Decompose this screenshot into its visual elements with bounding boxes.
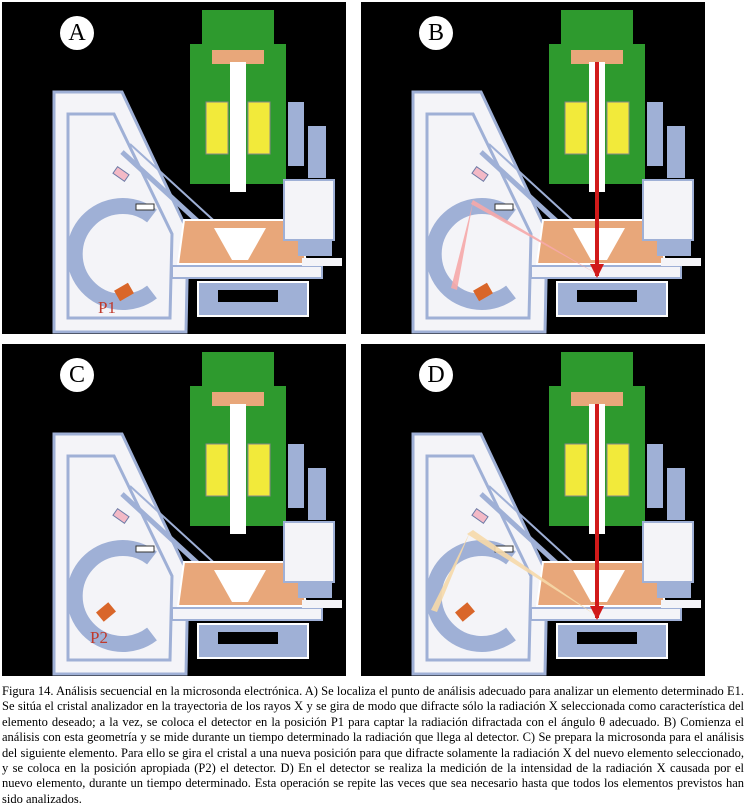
microprobe-diagram xyxy=(52,352,342,676)
side-arm xyxy=(302,600,342,608)
column-cap xyxy=(202,352,274,386)
support-bar xyxy=(488,485,582,571)
panel-b: B xyxy=(361,2,705,334)
support-bar xyxy=(129,143,223,229)
optical-viewer-box xyxy=(642,521,694,583)
chamber-base xyxy=(530,607,682,621)
detector-tube-2 xyxy=(667,126,685,178)
analyzer-crystal xyxy=(112,508,130,524)
detector-tube-1 xyxy=(647,102,663,166)
column-cap xyxy=(561,352,633,386)
lens-coil-left xyxy=(205,443,229,497)
specimen-stage xyxy=(556,623,668,659)
chamber-base xyxy=(171,607,323,621)
microprobe-diagram xyxy=(52,10,342,334)
figure-caption: Figura 14. Análisis secuencial en la mic… xyxy=(2,684,744,806)
lens-coil-left xyxy=(205,101,229,155)
x-ray-path-diffracted xyxy=(431,532,470,612)
side-port xyxy=(657,240,691,256)
detector-tube-1 xyxy=(288,102,304,166)
objective-pole-piece xyxy=(214,570,266,602)
analyzer-crystal xyxy=(112,166,130,182)
analyzer-crystal xyxy=(471,508,489,524)
panel-c: C P2 xyxy=(2,344,346,676)
side-arm xyxy=(661,258,701,266)
panel-d: D xyxy=(361,344,705,676)
lens-coil-left xyxy=(564,101,588,155)
specimen-holder xyxy=(577,290,637,302)
electron-gun xyxy=(571,392,623,406)
crystal-holder xyxy=(135,203,155,211)
lens-coil-right xyxy=(606,101,630,155)
x-ray-detector xyxy=(473,282,493,302)
detector-tube-2 xyxy=(308,126,326,178)
objective-pole-piece xyxy=(214,228,266,260)
crystal-holder xyxy=(494,203,514,211)
column-bore xyxy=(230,62,246,192)
lens-coil-left xyxy=(564,443,588,497)
lens-coil-right xyxy=(606,443,630,497)
electron-gun xyxy=(571,50,623,64)
panel-letter: B xyxy=(419,16,453,50)
x-ray-detector xyxy=(96,602,116,622)
specimen-holder xyxy=(218,290,278,302)
microprobe-diagram xyxy=(411,10,701,334)
x-ray-path-diffracted xyxy=(451,202,473,290)
lens-coil-right xyxy=(247,101,271,155)
x-ray-path-incident xyxy=(471,200,597,274)
optical-viewer-box xyxy=(642,179,694,241)
electron-gun xyxy=(212,50,264,64)
x-ray-detector xyxy=(114,282,134,302)
x-ray-detector xyxy=(455,602,475,622)
side-arm xyxy=(302,258,342,266)
rowland-circle-arc xyxy=(66,540,157,652)
side-port xyxy=(298,240,332,256)
panel-letter: C xyxy=(60,358,94,392)
crystal-holder xyxy=(135,545,155,553)
detector-tube-1 xyxy=(288,444,304,508)
rowland-circle-arc xyxy=(425,540,516,652)
microprobe-diagram xyxy=(411,352,701,676)
detector-position-label: P1 xyxy=(98,298,116,317)
chamber-base xyxy=(530,265,682,279)
column-cap xyxy=(202,10,274,44)
detector-tube-1 xyxy=(647,444,663,508)
detector-position-label: P2 xyxy=(90,628,108,647)
beam-arrow xyxy=(590,606,604,620)
lens-coil-right xyxy=(247,443,271,497)
support-bar xyxy=(129,485,223,571)
x-ray-path-incident xyxy=(467,530,597,616)
beam-arrow xyxy=(590,264,604,278)
chamber-base xyxy=(171,265,323,279)
specimen-holder xyxy=(577,632,637,644)
optical-viewer-box xyxy=(283,521,335,583)
detector-tube-2 xyxy=(667,468,685,520)
panel-letter: A xyxy=(60,16,94,50)
column-bore xyxy=(230,404,246,534)
side-port xyxy=(298,582,332,598)
rowland-circle-arc xyxy=(66,198,157,310)
side-arm xyxy=(661,600,701,608)
support-bar xyxy=(488,143,582,229)
panel-letter: D xyxy=(419,358,453,392)
column-cap xyxy=(561,10,633,44)
detector-tube-2 xyxy=(308,468,326,520)
side-port xyxy=(657,582,691,598)
panel-a: A P1 xyxy=(2,2,346,334)
optical-viewer-box xyxy=(283,179,335,241)
analyzer-crystal xyxy=(471,166,489,182)
specimen-holder xyxy=(218,632,278,644)
electron-gun xyxy=(212,392,264,406)
